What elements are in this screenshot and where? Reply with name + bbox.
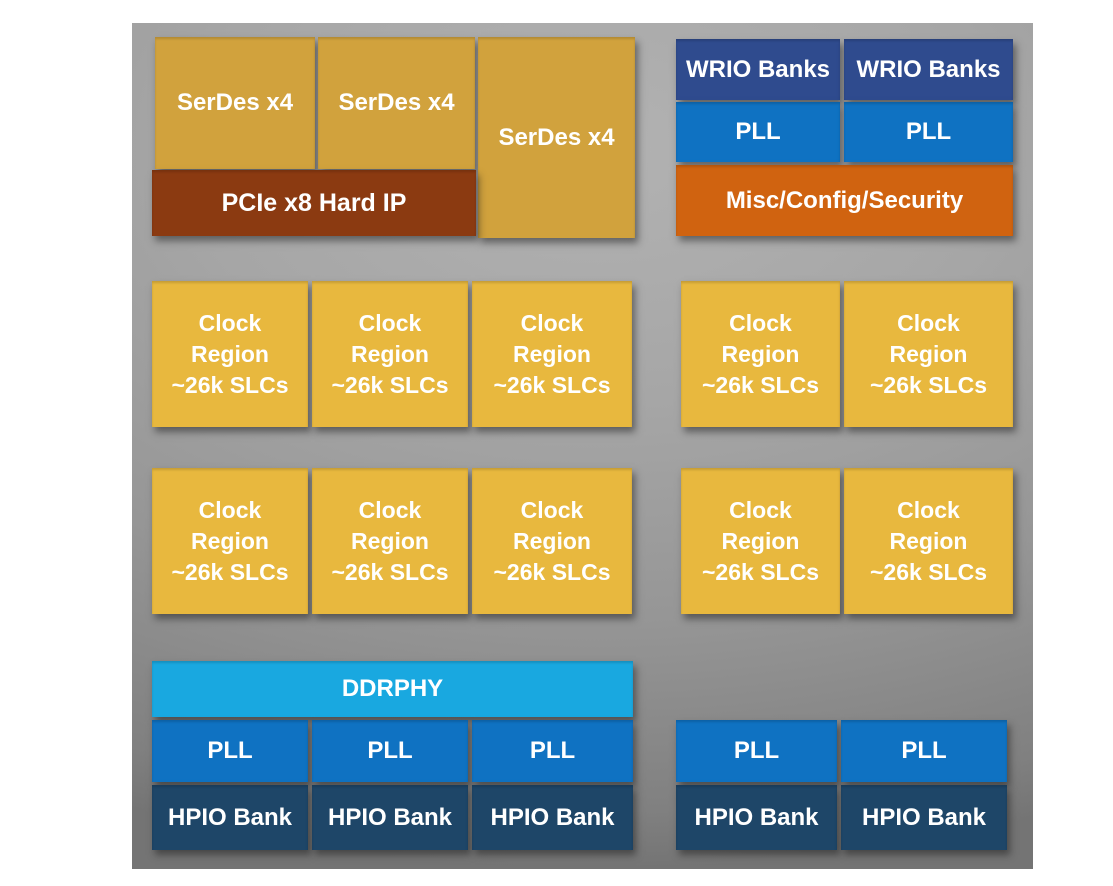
pll-block-top-right-2: PLL xyxy=(844,102,1013,162)
clock-region-left-r1-c1: Clock Region ~26k SLCs xyxy=(152,281,308,427)
pll-block-bottom-left-3: PLL xyxy=(472,720,633,782)
serdes-block-2: SerDes x4 xyxy=(318,37,475,169)
pll-block-bottom-left-2: PLL xyxy=(312,720,468,782)
hpio-bank-block-right-2: HPIO Bank xyxy=(841,785,1007,850)
misc-config-security-block: Misc/Config/Security xyxy=(676,165,1013,236)
serdes-block-3: SerDes x4 xyxy=(478,37,635,238)
clock-region-right-r1-c1: Clock Region ~26k SLCs xyxy=(681,281,840,427)
clock-region-right-r2-c2: Clock Region ~26k SLCs xyxy=(844,468,1013,614)
pcie-hard-ip-block: PCIe x8 Hard IP xyxy=(152,170,476,236)
pll-block-bottom-left-1: PLL xyxy=(152,720,308,782)
wrio-banks-block-1: WRIO Banks xyxy=(676,39,840,100)
clock-region-right-r2-c1: Clock Region ~26k SLCs xyxy=(681,468,840,614)
ddrphy-block: DDRPHY xyxy=(152,661,633,717)
clock-region-left-r2-c3: Clock Region ~26k SLCs xyxy=(472,468,632,614)
wrio-banks-block-2: WRIO Banks xyxy=(844,39,1013,100)
clock-region-left-r2-c2: Clock Region ~26k SLCs xyxy=(312,468,468,614)
pll-block-bottom-right-2: PLL xyxy=(841,720,1007,782)
pll-block-bottom-right-1: PLL xyxy=(676,720,837,782)
serdes-block-1: SerDes x4 xyxy=(155,37,315,169)
hpio-bank-block-right-1: HPIO Bank xyxy=(676,785,837,850)
die-area: SerDes x4 SerDes x4 SerDes x4 PCIe x8 Ha… xyxy=(132,23,1033,869)
clock-region-left-r1-c3: Clock Region ~26k SLCs xyxy=(472,281,632,427)
clock-region-left-r1-c2: Clock Region ~26k SLCs xyxy=(312,281,468,427)
clock-region-left-r2-c1: Clock Region ~26k SLCs xyxy=(152,468,308,614)
hpio-bank-block-left-1: HPIO Bank xyxy=(152,785,308,850)
clock-region-right-r1-c2: Clock Region ~26k SLCs xyxy=(844,281,1013,427)
hpio-bank-block-left-3: HPIO Bank xyxy=(472,785,633,850)
pll-block-top-right-1: PLL xyxy=(676,102,840,162)
hpio-bank-block-left-2: HPIO Bank xyxy=(312,785,468,850)
